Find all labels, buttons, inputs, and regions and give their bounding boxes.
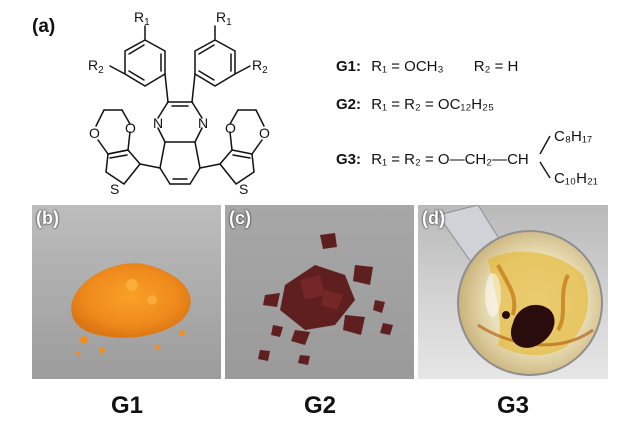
- flask-image: [437, 205, 603, 376]
- chemical-structure-diagram: R1 R2 R1 R2 N N O O O O S S: [88, 9, 270, 197]
- pyrazine-ring: [157, 101, 203, 143]
- caption-g2: G2: [303, 392, 336, 419]
- atom-o-left-bottom: O: [89, 125, 100, 141]
- atom-n-right: N: [198, 115, 208, 131]
- photo-d-label: (d): [422, 208, 445, 228]
- atom-s-right: S: [239, 181, 248, 197]
- benzo-ring: [159, 141, 201, 185]
- photo-g2-flakes: [225, 205, 414, 379]
- atom-o-right-top: O: [225, 120, 236, 136]
- definition-g1-name: G1:: [336, 58, 362, 75]
- definition-g1: G1: R₁ = OCH₃ R₂ = H: [336, 58, 518, 75]
- atom-n-left: N: [153, 115, 163, 131]
- photo-b-label: (b): [36, 208, 59, 228]
- photo-c-label: (c): [229, 208, 251, 228]
- atom-r1-right: R1: [216, 9, 232, 28]
- definition-g2-text: R₁ = R₂ = OC₁₂H₂₅: [371, 96, 495, 113]
- right-edot-unit: [219, 109, 265, 185]
- left-phenyl-ring: [109, 25, 166, 87]
- atom-o-right-bottom: O: [259, 125, 270, 141]
- definition-g3-text: R₁ = R₂ = O—CH₂—CH: [371, 151, 529, 168]
- atom-s-left: S: [110, 181, 119, 197]
- atom-r2-right: R2: [252, 57, 268, 76]
- g3-branch-bottom: C₁₀H₂₁: [554, 170, 598, 187]
- left-edot-unit: [95, 109, 141, 185]
- g3-branch-top: C₈H₁₇: [554, 128, 593, 145]
- photo-g3-flask: [418, 205, 608, 379]
- atom-r1-left: R1: [134, 9, 150, 28]
- panel-a-label: (a): [32, 16, 56, 37]
- atom-o-left-top: O: [125, 120, 136, 136]
- right-phenyl-ring: [194, 25, 251, 87]
- definition-g1-r2: R₂ = H: [473, 58, 519, 75]
- definition-g1-r1: R₁ = OCH₃: [371, 58, 444, 75]
- definition-g3-name: G3:: [336, 151, 362, 168]
- definition-g2-name: G2:: [336, 96, 362, 113]
- orange-powder-image: [71, 263, 191, 355]
- photo-g1-powder: [32, 205, 221, 379]
- caption-g1: G1: [110, 392, 143, 419]
- g3-branch-bonds: [539, 135, 551, 179]
- red-flakes-image: [258, 233, 393, 365]
- caption-g3: G3: [496, 392, 529, 419]
- atom-r2-left: R2: [88, 57, 104, 76]
- definition-g3: G3: R₁ = R₂ = O—CH₂—CH: [336, 151, 529, 168]
- definition-g2: G2: R₁ = R₂ = OC₁₂H₂₅: [336, 96, 494, 113]
